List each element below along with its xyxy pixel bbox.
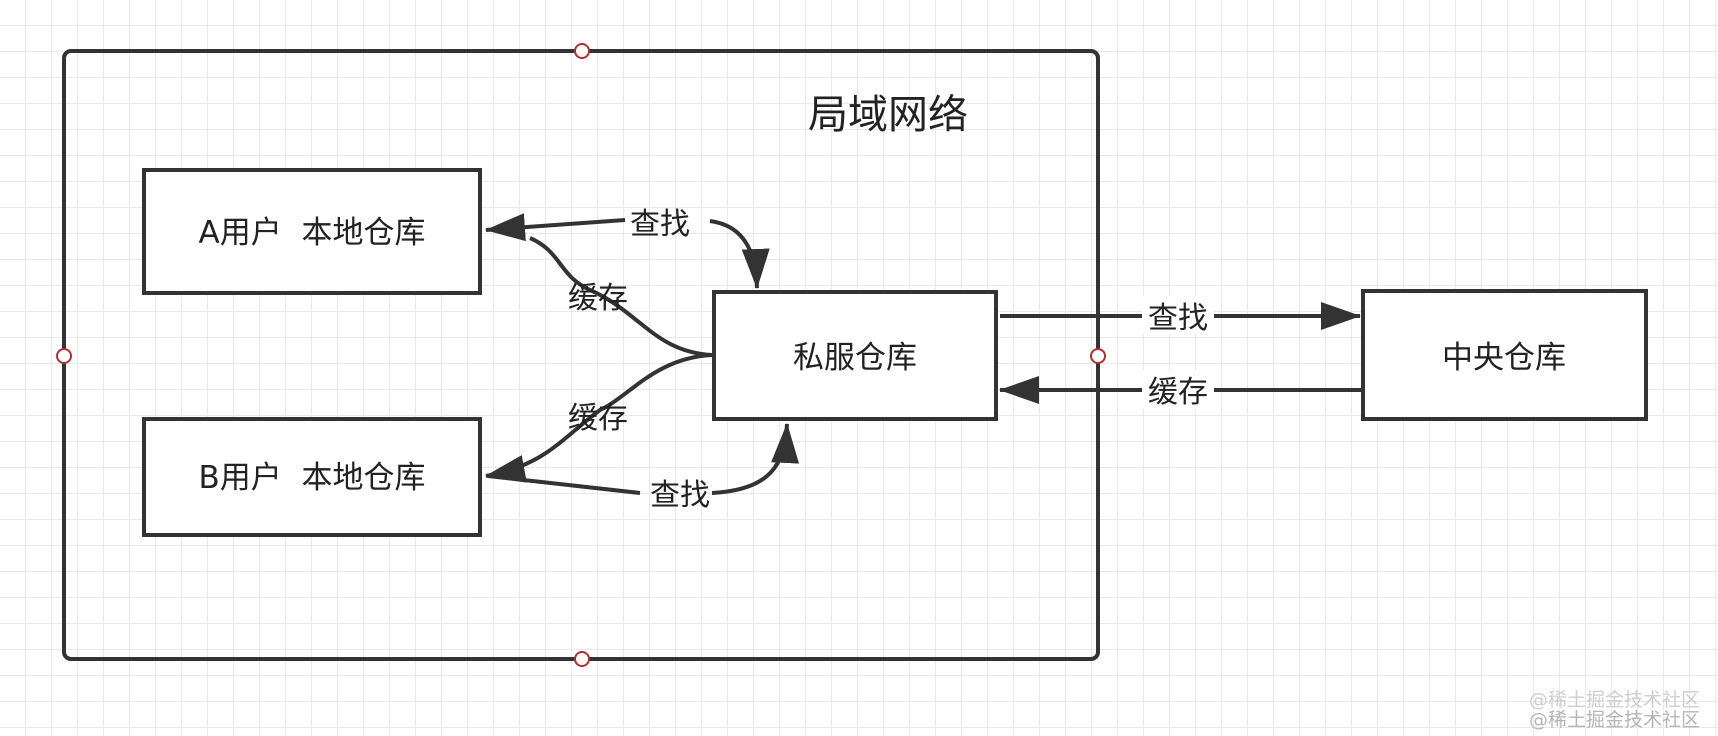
edge-b-find-curve-to-private[interactable]	[711, 423, 800, 495]
node-central-repo-label: 中央仓库	[1442, 340, 1566, 376]
group-resize-handle-top[interactable]	[574, 43, 590, 59]
edge-b-find-label: 查找	[650, 478, 710, 513]
node-user-b-label: B用户 本地仓库	[199, 460, 426, 496]
edge-a-find-arrow-to-a[interactable]	[485, 213, 626, 242]
node-central-repo[interactable]	[1361, 289, 1648, 421]
edge-central-find-label: 查找	[1148, 301, 1208, 336]
edge-central-cache-label: 缓存	[1148, 375, 1208, 410]
edge-b-find-line[interactable]	[487, 474, 641, 495]
edge-a-cache-arrow[interactable]	[529, 236, 713, 357]
group-resize-handle-bottom[interactable]	[574, 651, 590, 667]
node-private-repo-label: 私服仓库	[793, 340, 917, 376]
node-user-b-local-repo[interactable]	[142, 417, 482, 537]
watermark: @稀土掘金技术社区	[1529, 709, 1700, 731]
node-user-a-local-repo[interactable]	[142, 168, 482, 295]
edge-a-find-curve-to-private[interactable]	[709, 219, 770, 289]
group-resize-handle-right[interactable]	[1090, 348, 1106, 364]
edge-a-find-label: 查找	[630, 207, 690, 242]
watermark-shadow: @稀土掘金技术社区	[1529, 689, 1700, 711]
group-resize-handle-left[interactable]	[56, 348, 72, 364]
edge-central-find-label-bg	[1142, 296, 1214, 334]
edge-b-cache-arrow[interactable]	[485, 353, 713, 483]
node-private-repo[interactable]	[712, 290, 998, 421]
edge-central-cache-label-bg	[1142, 371, 1214, 409]
node-user-a-label: A用户 本地仓库	[199, 215, 426, 251]
edge-a-cache-label: 缓存	[568, 281, 628, 316]
lan-group-label: 局域网络	[808, 92, 968, 138]
edge-b-cache-label: 缓存	[568, 401, 628, 436]
